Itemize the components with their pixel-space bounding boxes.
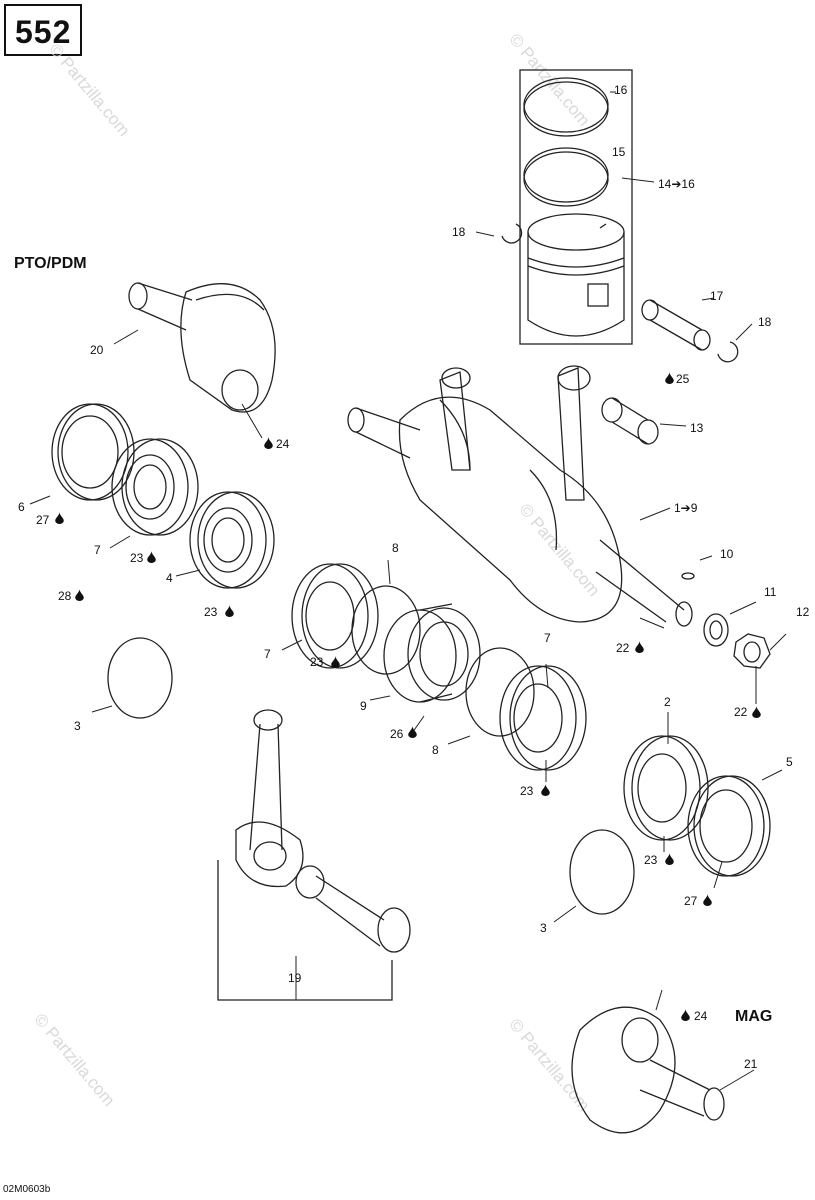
callout-1: 1➔9 [674, 501, 698, 515]
piston-kit-box [519, 69, 633, 345]
callout-21: 21 [744, 1057, 758, 1071]
callout-10: 10 [720, 547, 734, 561]
callout-23-e: 23 [644, 853, 658, 867]
callout-26: 26 [390, 727, 404, 741]
piston-ring-16 [523, 81, 609, 137]
ball-bearing-4 [189, 491, 275, 589]
seal-5 [687, 775, 771, 877]
ring-8-upper [351, 585, 421, 675]
circlip-18 [501, 223, 523, 244]
callout-23-a: 23 [130, 551, 144, 565]
callout-19: 19 [288, 971, 302, 985]
callout-8-upper: 8 [392, 541, 399, 555]
callout-3-left: 3 [74, 719, 81, 733]
callout-17: 17 [710, 289, 724, 303]
callout-11: 11 [764, 585, 777, 599]
callout-7-center: 7 [264, 647, 271, 661]
o-ring-3-left [107, 637, 173, 719]
key-10 [681, 572, 695, 580]
callout-24-upper: 24 [276, 437, 290, 451]
callout-22-right: 22 [734, 705, 748, 719]
callout-7-right: 7 [544, 631, 551, 645]
callout-3-right: 3 [540, 921, 547, 935]
piston-ring-16-edge [523, 77, 609, 133]
piston-pin [641, 299, 711, 351]
piston [527, 213, 625, 337]
nut-12-hole [743, 641, 761, 663]
callout-18-upper: 18 [452, 225, 466, 239]
callout-24-lower: 24 [694, 1009, 708, 1023]
bearing-9 [383, 603, 481, 703]
page-number: 552 [15, 14, 72, 50]
ball-bearing-7-right [499, 665, 587, 771]
ball-bearing-7-center [291, 563, 379, 669]
o-ring-3-right [569, 829, 635, 915]
callout-7-left: 7 [94, 543, 101, 557]
callout-2: 2 [664, 695, 671, 709]
pto-section-label: PTO/PDM [14, 255, 87, 272]
page-number-box: 552 [4, 4, 82, 56]
needle-bearing-13 [601, 397, 659, 445]
ball-bearing-2 [623, 735, 709, 841]
ring-8-lower [465, 647, 535, 737]
nut-12 [733, 633, 771, 669]
callout-20: 20 [90, 343, 104, 357]
callout-8-lower: 8 [432, 743, 439, 757]
crankshaft-assembly [347, 365, 693, 627]
callout-23-c: 23 [310, 655, 324, 669]
piston-ring-15 [523, 151, 609, 207]
callout-23-d: 23 [520, 784, 534, 798]
ball-bearing-7-left [111, 438, 199, 536]
callout-12: 12 [796, 605, 810, 619]
callout-28: 28 [58, 589, 72, 603]
callout-4: 4 [166, 571, 173, 585]
callout-13: 13 [690, 421, 704, 435]
circlip-18b [717, 341, 739, 363]
washer-11 [703, 613, 729, 647]
callout-labels: 16 15 14➔16 18 17 18 25 13 20 24 6 27 7 … [18, 83, 810, 1071]
callout-16: 16 [614, 83, 628, 97]
callout-9: 9 [360, 699, 367, 713]
callout-27-right: 27 [684, 894, 698, 908]
callout-18-lower: 18 [758, 315, 772, 329]
mag-crank-half [571, 1006, 725, 1134]
callout-25: 25 [676, 372, 690, 386]
callout-5: 5 [786, 755, 793, 769]
drawing-code: 02M0603b [3, 1184, 51, 1195]
connecting-rod-kit [217, 709, 411, 1001]
callout-27-left: 27 [36, 513, 50, 527]
piston-ring-15-edge [523, 147, 609, 203]
callout-23-b: 23 [204, 605, 218, 619]
callout-14: 14➔16 [658, 177, 695, 191]
lubricant-symbols [55, 372, 761, 1021]
callout-6: 6 [18, 500, 25, 514]
pto-crank-half [128, 282, 276, 413]
callout-15: 15 [612, 145, 626, 159]
callout-22-left: 22 [616, 641, 630, 655]
mag-section-label: MAG [735, 1008, 773, 1025]
